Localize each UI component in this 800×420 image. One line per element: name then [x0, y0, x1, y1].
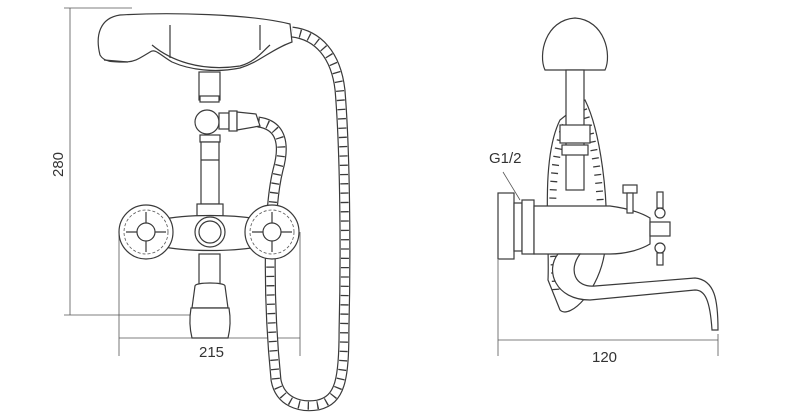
shower-handset: [97, 13, 293, 72]
handle-left: [118, 204, 174, 260]
shower-hose: [256, 26, 351, 412]
thread-size-label: G1/2: [489, 150, 522, 167]
height-dimension-label: 280: [50, 151, 68, 178]
mixer-body: [118, 204, 300, 339]
riser-pipe: [194, 71, 261, 217]
handle-right: [244, 204, 300, 260]
front-width-dimension-label: 215: [199, 344, 225, 361]
side-depth-dimension-label: 120: [592, 349, 618, 366]
side-view: [497, 17, 719, 356]
